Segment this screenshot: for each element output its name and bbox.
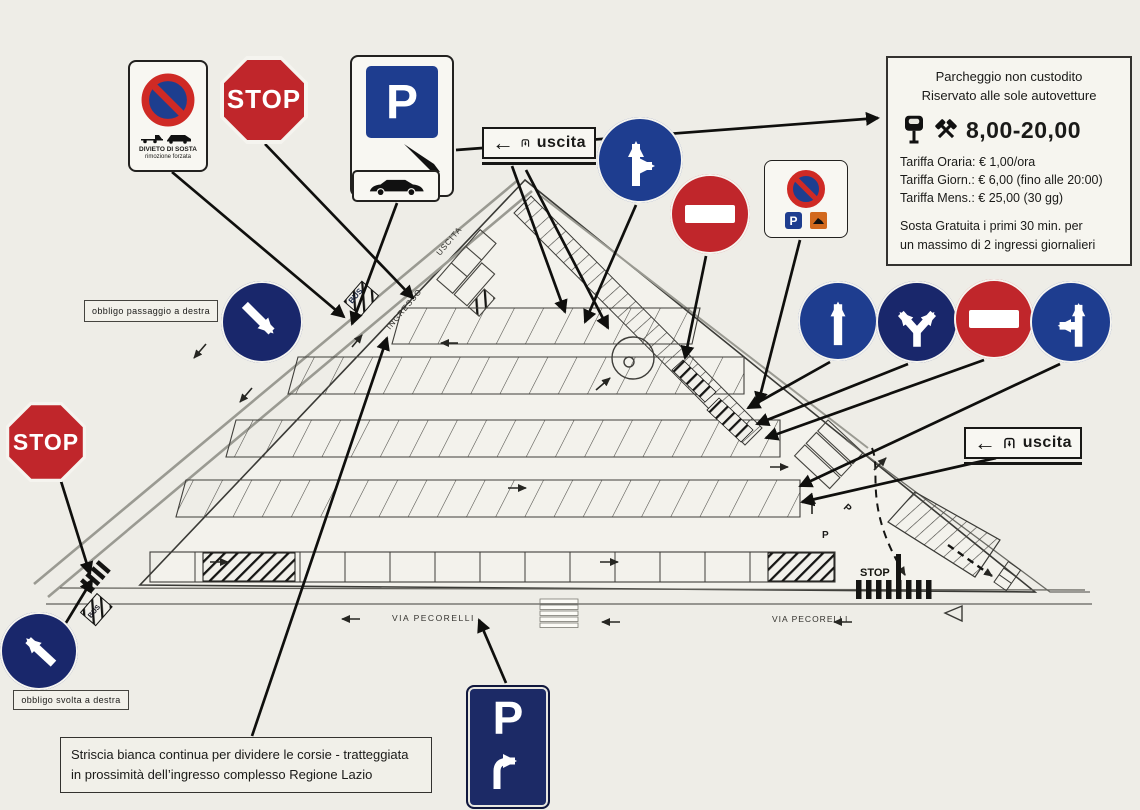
tariff-row-monthly: Tariffa Mens.: € 25,00 (30 gg) bbox=[900, 191, 1064, 206]
sign-underline bbox=[482, 162, 596, 165]
no-entry-sign-top bbox=[670, 174, 750, 254]
crossed-hammers-icon bbox=[935, 119, 957, 139]
mini-parking-letter: P bbox=[789, 213, 798, 228]
info-title-2: Riservato alle sole autovetture bbox=[921, 87, 1097, 103]
road-stop-marking: STOP bbox=[860, 567, 890, 579]
keep-right-caption: obbligo passaggio a destra bbox=[84, 300, 218, 322]
info-note-1: Sosta Gratuita i primi 30 min. per bbox=[900, 219, 1083, 234]
stall-p-marking: P bbox=[822, 530, 829, 541]
tow-truck-icon bbox=[141, 134, 191, 144]
turn-right-caption-text: obbligo svolta a destra bbox=[21, 695, 121, 705]
exit-sign-right: ← uscita bbox=[964, 427, 1082, 465]
parking-letter: P bbox=[385, 75, 418, 129]
street-name-right: VIA PECORELLI bbox=[772, 614, 848, 624]
no-entry-bar bbox=[685, 205, 735, 223]
keep-right-sign bbox=[221, 281, 303, 363]
no-entry-sign-right bbox=[954, 279, 1034, 359]
info-title-1: Parcheggio non custodito bbox=[935, 69, 1083, 84]
no-stopping-icon bbox=[141, 73, 195, 126]
stop-sign-label: STOP bbox=[226, 84, 302, 115]
no-parking-zone-sign: P bbox=[764, 160, 848, 238]
straight-or-left-sign bbox=[1030, 281, 1112, 363]
parking-sign-bottom: P bbox=[466, 685, 550, 809]
right-exit-lane bbox=[540, 195, 869, 449]
zebra-crossing-right bbox=[856, 554, 932, 599]
straight-only-sign bbox=[798, 281, 878, 361]
turn-right-obligation-sign bbox=[0, 612, 78, 690]
barrier-icon bbox=[521, 139, 530, 147]
exit-island bbox=[871, 447, 1022, 623]
bus-stop-lower: BUS bbox=[79, 592, 113, 627]
fork-arrows-icon bbox=[897, 310, 937, 347]
street-name-left: VIA PECORELLI bbox=[392, 613, 475, 623]
stop-sign-label: STOP bbox=[12, 428, 80, 455]
mini-tow-tile bbox=[810, 212, 827, 229]
lane-marking-note-box: Striscia bianca continua per dividere le… bbox=[60, 737, 432, 793]
parking-bands bbox=[175, 307, 801, 518]
no-stopping-subcaption: rimozione forzata bbox=[144, 153, 192, 160]
sign-underline bbox=[964, 462, 1082, 465]
right-outer-edge bbox=[845, 439, 1090, 593]
chevron-strips bbox=[671, 359, 754, 443]
mini-parking-tile: P bbox=[785, 212, 802, 229]
left-or-right-sign bbox=[876, 281, 958, 363]
car-icon bbox=[369, 179, 424, 196]
tariff-row-daily: Tariffa Giorn.: € 6,00 (fino alle 20:00) bbox=[900, 173, 1103, 188]
turn-right-caption: obbligo svolta a destra bbox=[13, 690, 129, 710]
no-stopping-sign: DIVIETO DI SOSTA rimozione forzata bbox=[128, 60, 208, 172]
note-line-2: in prossimità dell’ingresso complesso Re… bbox=[71, 766, 373, 782]
marker-arrow-icon bbox=[404, 144, 440, 172]
straight-or-right-arrows-icon bbox=[628, 141, 655, 186]
no-parking-icon bbox=[787, 170, 825, 208]
down-right-arrow-icon bbox=[241, 301, 275, 335]
bottom-stall-row bbox=[149, 551, 836, 583]
up-arrow-icon bbox=[830, 301, 846, 346]
straight-or-left-arrows-icon bbox=[1057, 302, 1086, 347]
left-arrow-icon: ← bbox=[974, 430, 996, 455]
left-arrow-icon: ← bbox=[492, 130, 514, 155]
parking-letter: P bbox=[492, 692, 524, 744]
stop-sign-top: STOP bbox=[220, 56, 308, 144]
info-hours: 8,00-20,00 bbox=[966, 116, 1081, 143]
straight-or-right-sign bbox=[597, 117, 683, 203]
no-entry-bar bbox=[969, 310, 1019, 328]
tariff-info-box: Parcheggio non custodito Riservato alle … bbox=[886, 56, 1132, 266]
zebra-crossing-center bbox=[539, 598, 579, 628]
tariff-row-hourly: Tariffa Oraria: € 1,00/ora bbox=[900, 155, 1036, 170]
up-left-arrow-icon bbox=[25, 637, 57, 667]
no-stopping-caption: DIVIETO DI SOSTA bbox=[139, 145, 197, 153]
parking-meter-icon bbox=[905, 116, 923, 144]
exit-label: uscita bbox=[536, 134, 586, 151]
bottom-street bbox=[46, 587, 1092, 605]
info-note-2: un massimo di 2 ingressi giornalieri bbox=[900, 237, 1096, 252]
car-category-panel bbox=[352, 170, 440, 202]
barrier-icon bbox=[1004, 437, 1015, 449]
stop-sign-left: STOP bbox=[6, 402, 86, 482]
keep-right-caption-text: obbligo passaggio a destra bbox=[92, 306, 210, 316]
exit-label: uscita bbox=[1022, 434, 1072, 451]
curve-right-arrow-icon bbox=[493, 754, 517, 789]
center-island bbox=[611, 336, 655, 380]
note-line-1: Striscia bianca continua per dividere le… bbox=[71, 747, 409, 762]
exit-sign-top: ← uscita bbox=[482, 127, 596, 165]
